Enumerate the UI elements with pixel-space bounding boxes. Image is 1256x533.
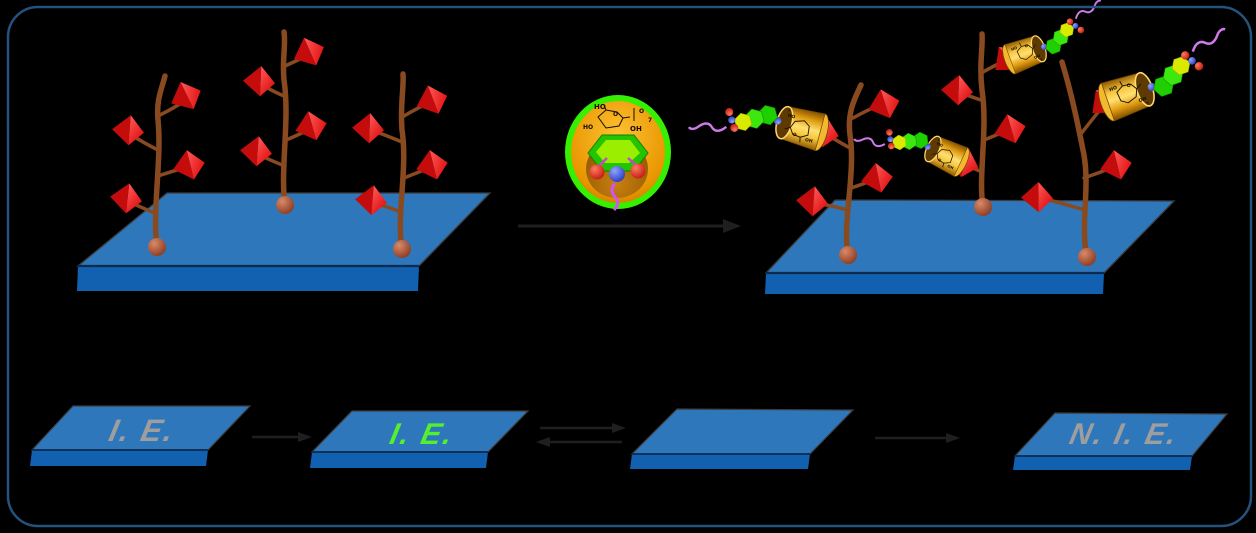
step-arrow-1: [252, 432, 312, 442]
glucose-structure: HO O OH HO O 7: [583, 103, 652, 133]
anchor-bead: [1078, 248, 1096, 266]
anchor-bead: [276, 196, 294, 214]
cyclodextrin-host-guest: HO O OH HO O 7: [565, 95, 671, 212]
nitrogen-sphere: [609, 166, 625, 182]
step-arrow-2: [875, 433, 960, 443]
stage-platform-empty: [630, 408, 855, 469]
stage-start-label: I. E.: [106, 413, 178, 448]
torus-o2-label: O: [639, 108, 644, 115]
right-platform-front: [765, 273, 1104, 294]
stage-end-label: N. I. E.: [1067, 418, 1182, 451]
oxygen-sphere: [589, 164, 605, 180]
forward-arrow: [518, 219, 741, 233]
equilibrium-arrows: [536, 423, 626, 447]
stage-platform-start: I. E.: [30, 405, 252, 466]
right-brush-assembly: [687, 0, 1243, 294]
stage-platform-included: I. E.: [310, 410, 530, 468]
polymer-tail: [610, 182, 620, 212]
frame-border: [6, 5, 1253, 528]
torus-units-label: 7: [648, 117, 652, 124]
torus-ho-label: HO: [594, 103, 606, 111]
anchor-bead: [974, 198, 992, 216]
oxygen-sphere: [630, 163, 646, 179]
anchor-bead: [839, 246, 857, 264]
anchor-bead: [393, 240, 411, 258]
torus-oh-label: OH: [630, 125, 642, 133]
anchor-bead: [148, 238, 166, 256]
left-brush-assembly: [76, 29, 492, 291]
stage-platform-end: N. I. E.: [1013, 412, 1229, 470]
stage-included-label: I. E.: [387, 418, 457, 451]
stage-row: I. E. I. E.: [30, 405, 1229, 470]
right-platform-top: [764, 199, 1176, 274]
torus-o-label: O: [613, 111, 618, 118]
torus-ho2-label: HO: [583, 124, 593, 131]
left-platform-front: [77, 266, 419, 291]
